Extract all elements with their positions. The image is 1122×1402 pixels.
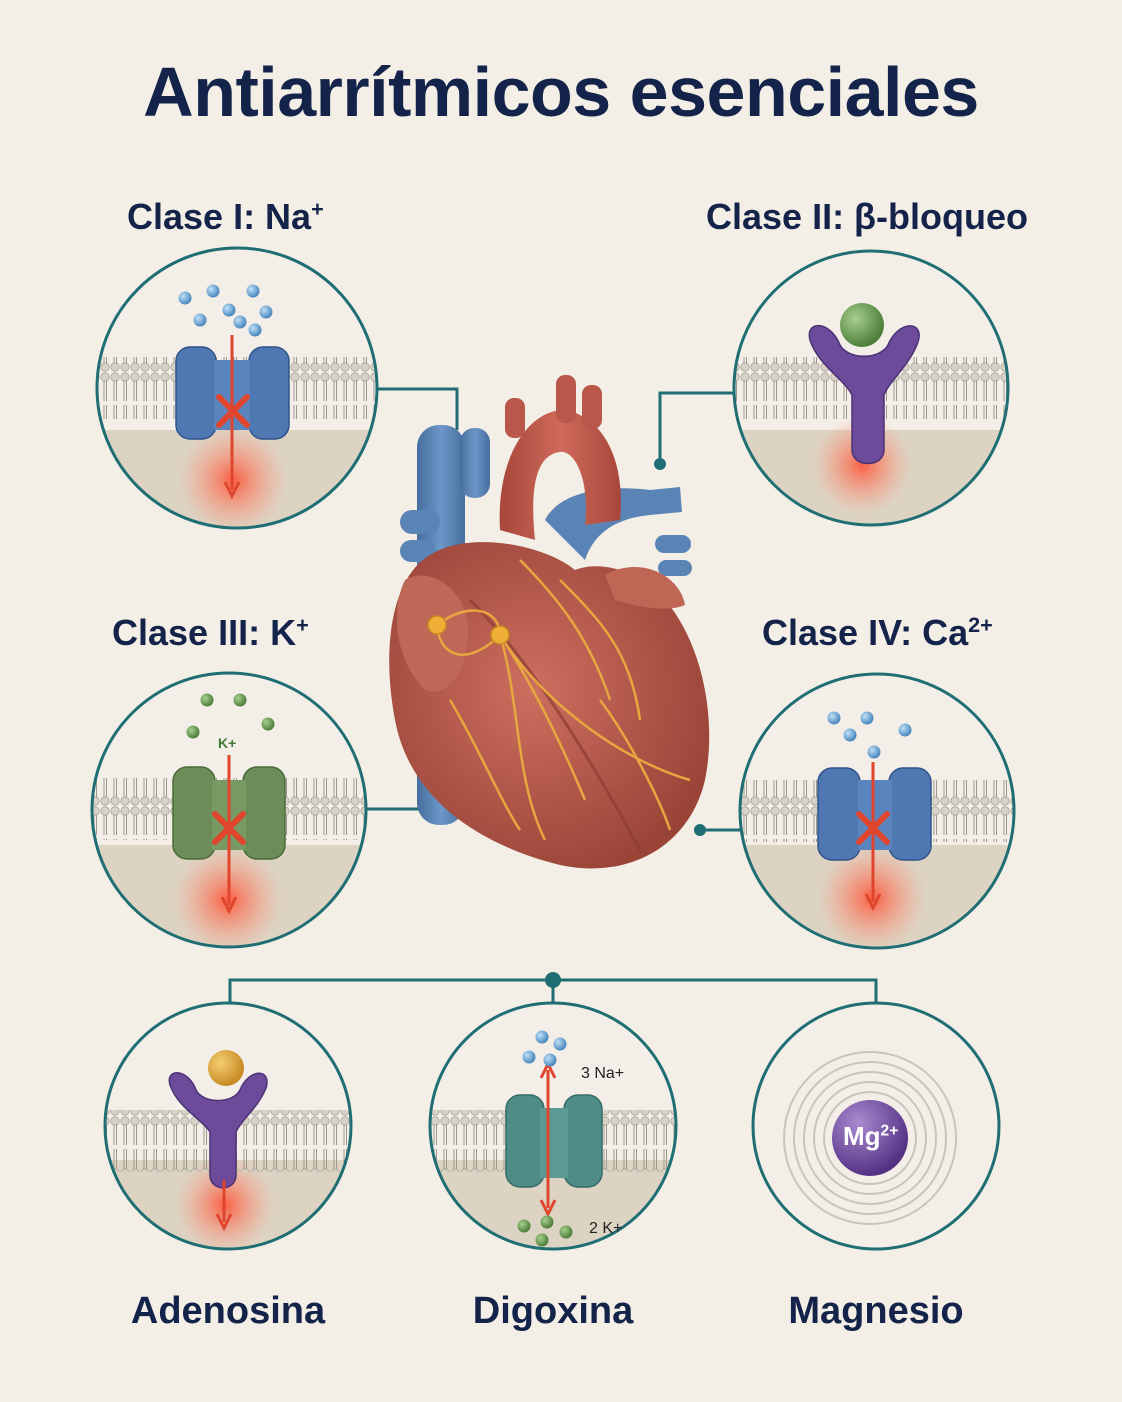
digoxina-label: Digoxina	[472, 1290, 634, 1332]
sodium-channel-icon	[95, 246, 379, 530]
adenosina-label: Adenosina	[130, 1290, 326, 1332]
class1-ion-charge: +	[311, 196, 324, 221]
magnesium-ion-icon	[751, 1001, 1001, 1251]
heart-illustration	[389, 375, 710, 869]
class4-label: Clase IV: Ca2+	[762, 612, 993, 654]
page-title: Antiarrítmicos esenciales	[143, 53, 979, 131]
k-ion-label: K+	[218, 735, 237, 751]
class2-label: Clase II: β-bloqueo	[706, 196, 1028, 237]
magnesium-symbol-text: Mg	[843, 1121, 881, 1151]
magnesium-symbol: Mg2+	[843, 1121, 898, 1152]
class1-label: Clase I: Na+	[127, 196, 324, 238]
class4-ion-charge: 2+	[968, 612, 993, 637]
calcium-channel-icon	[738, 672, 1016, 950]
class3-label-text: Clase III: K	[112, 612, 297, 653]
class3-ion-charge: +	[296, 612, 309, 637]
magnesium-charge: 2+	[880, 1122, 899, 1140]
digoxin-na-label: 3 Na+	[581, 1065, 625, 1082]
class3-label: Clase III: K+	[112, 612, 309, 654]
sodium-potassium-pump-icon	[428, 1001, 678, 1251]
potassium-channel-icon	[90, 671, 368, 949]
magnesio-label: Magnesio	[788, 1290, 964, 1332]
class1-label-text: Clase I: Na	[127, 196, 312, 237]
digoxin-k-label: 2 K+	[589, 1220, 623, 1237]
adenosine-receptor-icon	[103, 1001, 353, 1251]
beta-receptor-icon	[732, 249, 1010, 527]
class4-label-text: Clase IV: Ca	[762, 612, 969, 653]
